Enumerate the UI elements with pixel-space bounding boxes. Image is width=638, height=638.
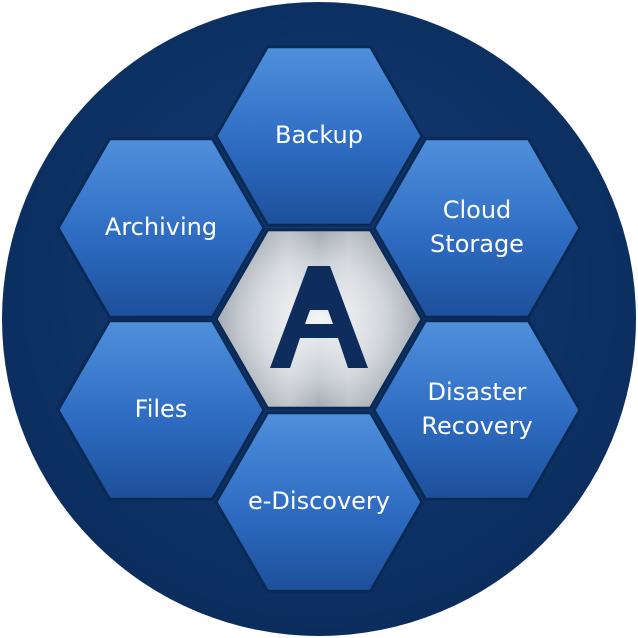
segment-label-line: Disaster [428,378,527,406]
segment-hexagon-backup [214,45,424,227]
logo-a-glyph [270,266,368,368]
segment-e-discovery: e-Discovery [214,411,424,593]
segment-backup: Backup [214,45,424,227]
segment-files: Files [56,319,266,501]
segment-hexagon-cloud-storage [372,137,582,319]
segment-label-line: Cloud [443,196,512,224]
segment-hexagon-disaster-recovery [372,319,582,501]
segment-archiving: Archiving [56,137,266,319]
segment-label-files: Files [135,395,188,423]
center-hexagon [214,228,424,410]
segment-label-e-discovery: e-Discovery [248,487,390,515]
segment-label-line: Files [135,395,188,423]
segment-label-line: Archiving [105,213,217,241]
segment-label-line: Backup [275,121,363,149]
center-hexagon-sheen [218,231,420,407]
segment-label-line: Storage [430,230,524,258]
segment-hexagon-files [56,319,266,501]
logo-icon [270,266,368,368]
segment-label-line: e-Discovery [248,487,390,515]
segment-label-archiving: Archiving [105,213,217,241]
segment-hexagon-archiving [56,137,266,319]
segment-hexagon-e-discovery [214,411,424,593]
segment-label-line: Recovery [421,412,532,440]
segment-label-backup: Backup [275,121,363,149]
